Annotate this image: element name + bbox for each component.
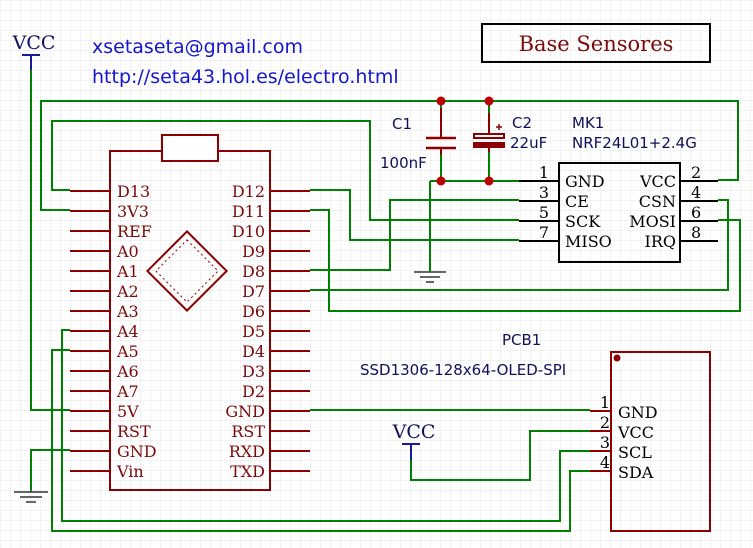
- arduino-pin-label: REF: [117, 222, 152, 241]
- vcc-label: VCC: [12, 32, 56, 54]
- nrf-pin-label: GND: [565, 172, 605, 191]
- arduino-pin-label: A3: [116, 302, 139, 321]
- nrf-pin-label: SCK: [565, 212, 601, 231]
- nrf-pin-number: 2: [691, 163, 701, 182]
- arduino-pin-label: Vin: [116, 462, 144, 481]
- nrf-right-pins: 2 VCC 4 CSN 6 MOSI 8 IRQ: [629, 163, 718, 251]
- vcc-label: VCC: [392, 421, 436, 443]
- oled-pin-number: 3: [600, 433, 610, 452]
- nrf-pin-number: 5: [539, 203, 549, 222]
- wires: [30, 70, 741, 532]
- nrf-pin-label: IRQ: [645, 232, 676, 251]
- arduino-pin-label: A4: [116, 322, 139, 341]
- nrf-pin-number: 6: [691, 203, 701, 222]
- nrf-pin-label: MOSI: [629, 212, 676, 231]
- vcc-symbol-left: VCC: [12, 32, 56, 70]
- nrf-left-pins: 1 GND 3 CE 5 SCK 7 MISO: [519, 163, 612, 251]
- arduino-pin-label: D3: [242, 362, 265, 381]
- pin1-marker: [613, 354, 621, 362]
- oled-pin-number: 2: [600, 413, 610, 432]
- arduino-pin-label: A7: [116, 382, 139, 401]
- junction-dot: [484, 96, 494, 106]
- arduino-pin-label: 3V3: [117, 202, 149, 221]
- arduino-pin-label: A5: [116, 342, 139, 361]
- oled-value: SSD1306-128x64-OLED-SPI: [360, 361, 566, 379]
- nrf-pin-label: CE: [565, 192, 589, 211]
- nrf-ref: MK1: [572, 114, 604, 132]
- nrf-pin-number: 3: [539, 183, 549, 202]
- arduino-pin-label: D9: [242, 242, 265, 261]
- title-text: Base Sensores: [519, 32, 674, 56]
- oled-display: PCB1 SSD1306-128x64-OLED-SPI 1GND2VCC3SC…: [360, 331, 711, 532]
- oled-pin-number: 4: [600, 453, 610, 472]
- nrf-pin-number: 7: [539, 223, 549, 242]
- oled-pin-label: VCC: [617, 423, 654, 442]
- capacitor-c2: C2 22uF: [473, 113, 547, 152]
- arduino-pin-label: GND: [225, 402, 265, 421]
- vcc-symbol-oled: VCC: [392, 421, 436, 460]
- arduino-pin-label: D12: [232, 182, 265, 201]
- c2-ref: C2: [512, 114, 532, 132]
- nrf-pin-number: 1: [539, 163, 549, 182]
- arduino-pin-label: D4: [242, 342, 265, 361]
- nrf-value: NRF24L01+2.4G: [572, 134, 697, 152]
- oled-pin-label: GND: [618, 403, 658, 422]
- oled-body: [610, 351, 711, 532]
- title-box: Base Sensores: [481, 23, 711, 63]
- ground-symbol-left: [14, 490, 48, 503]
- c1-ref: C1: [392, 115, 412, 133]
- nrf-body: [558, 162, 681, 263]
- oled-pin-number: 1: [600, 393, 610, 412]
- arduino-pin-label: RST: [117, 422, 151, 441]
- nrf-pin-label: CSN: [639, 192, 676, 211]
- oled-ref: PCB1: [502, 331, 541, 349]
- nrf24l01-module: MK1 NRF24L01+2.4G 1 GND 3 CE 5 SCK 7 MISO 2 VCC 4…: [519, 114, 718, 263]
- nrf-pin-label: MISO: [565, 232, 612, 251]
- arduino-pin-label: A2: [116, 282, 139, 301]
- c2-value: 22uF: [510, 134, 547, 152]
- arduino-pin-label: A0: [116, 242, 139, 261]
- junctions: [436, 96, 494, 186]
- url-text: http://seta43.hol.es/electro.html: [92, 66, 399, 88]
- junction-dot: [484, 176, 494, 186]
- arduino-pin-label: D10: [232, 222, 265, 241]
- junction-dot: [436, 96, 446, 106]
- arduino-pin-label: A6: [116, 362, 139, 381]
- nrf-pin-label: VCC: [639, 172, 676, 191]
- arduino-pin-label: D2: [242, 382, 265, 401]
- mcu-chip-pins: [155, 239, 219, 303]
- oled-pin-label: SCL: [618, 443, 652, 462]
- c1-value: 100nF: [380, 154, 427, 172]
- oled-pin-label: SDA: [618, 463, 654, 482]
- arduino-pin-label: D5: [242, 322, 265, 341]
- usb-connector: [161, 134, 219, 162]
- arduino-pin-label: GND: [117, 442, 157, 461]
- arduino-pin-label: D11: [232, 202, 265, 221]
- arduino-pin-label: D8: [242, 262, 265, 281]
- nrf-pin-number: 4: [691, 183, 701, 202]
- email-text: xsetaseta@gmail.com: [92, 36, 303, 58]
- arduino-pin-label: TXD: [230, 462, 265, 481]
- arduino-pin-label: 5V: [117, 402, 139, 421]
- arduino-pin-label: D13: [117, 182, 150, 201]
- junction-dot: [436, 176, 446, 186]
- mcu-chip: [145, 229, 229, 313]
- arduino-pin-label: RST: [231, 422, 265, 441]
- arduino-pin-label: RXD: [229, 442, 265, 461]
- arduino-pin-label: A1: [116, 262, 139, 281]
- nrf-pin-number: 8: [691, 223, 701, 242]
- arduino-pin-label: D7: [242, 282, 265, 301]
- arduino-pin-label: D6: [242, 302, 265, 321]
- capacitor-c1: C1 100nF: [380, 108, 456, 172]
